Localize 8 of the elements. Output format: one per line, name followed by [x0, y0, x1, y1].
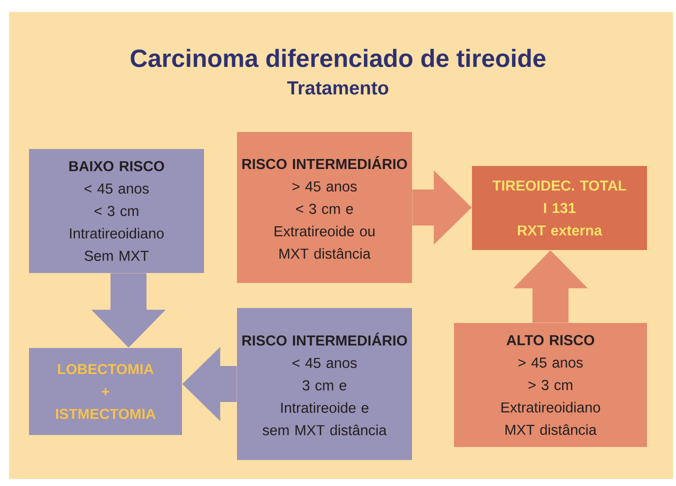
risk-box: ALTO RISCO > 45 anos > 3 cm Extratireoidiano MXT distância — [454, 323, 647, 447]
risk-box: RISCO INTERMEDIÁRIO < 45 anos 3 cm e Intratireoide e sem MXT distância — [237, 308, 412, 460]
risk-box: LOBECTOMIA + ISTMECTOMIA — [29, 348, 182, 435]
risk-box: BAIXO RISCO < 45 anos < 3 cm Intratireoidiano Sem MXT — [29, 149, 204, 273]
risk-box: RISCO INTERMEDIÁRIO > 45 anos < 3 cm e Extratireoide ou MXT distância — [237, 132, 412, 283]
risk-box: TIREOIDEC. TOTAL I 131 RXT externa — [472, 166, 647, 250]
title: Carcinoma diferenciado de tireoide — [130, 48, 546, 68]
subtitle: Tratamento — [287, 81, 388, 95]
